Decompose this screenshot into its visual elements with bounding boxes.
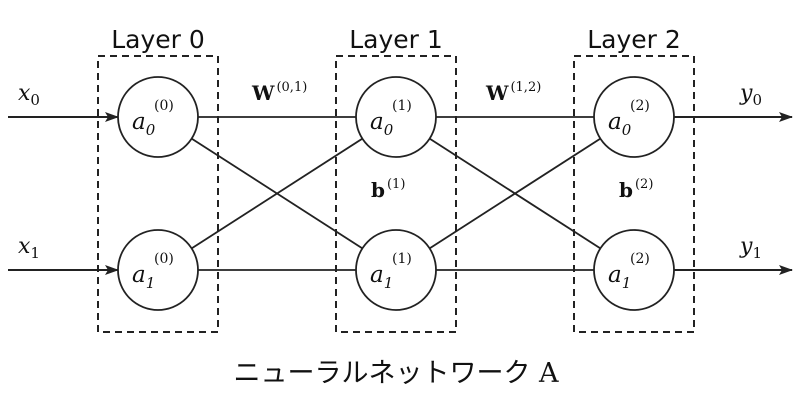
weight-label-w01: W(0,1): [251, 80, 307, 105]
edge-a11-a02: [395, 116, 635, 271]
neuron-a0-2: a0 (2): [593, 76, 675, 158]
svg-text:a0: a0: [132, 109, 156, 139]
input-label-x1: x1: [18, 234, 40, 262]
bias-label-b1: b(1): [371, 177, 405, 202]
output-label-y1: y1: [739, 234, 762, 262]
neuron-a1-2: a1 (2): [593, 229, 675, 311]
svg-text:(0): (0): [154, 251, 174, 267]
edge-a10-a01: [157, 116, 397, 271]
svg-text:(2): (2): [630, 98, 650, 114]
svg-text:a1: a1: [132, 262, 155, 292]
neuron-a1-0: a1 (0): [117, 229, 199, 311]
layer-1-label: Layer 1: [349, 25, 443, 54]
svg-text:a0: a0: [608, 109, 632, 139]
svg-text:(0): (0): [154, 98, 174, 114]
svg-text:(2): (2): [630, 251, 650, 267]
weight-label-w12: W(1,2): [485, 80, 541, 105]
neuron-a1-1: a1 (1): [355, 229, 437, 311]
svg-text:a0: a0: [370, 109, 394, 139]
svg-text:a1: a1: [370, 262, 393, 292]
input-label-x0: x0: [18, 81, 40, 109]
output-label-y0: y0: [739, 81, 762, 109]
svg-text:a1: a1: [608, 262, 631, 292]
layer-1-box: [335, 55, 457, 333]
neuron-a0-1: a0 (1): [355, 76, 437, 158]
svg-text:(1): (1): [392, 251, 412, 267]
layer-2-label: Layer 2: [587, 25, 681, 54]
layer-0-box: [97, 55, 219, 333]
bias-label-b2: b(2): [619, 177, 653, 202]
layer-2-box: [573, 55, 695, 333]
layer-0-label: Layer 0: [111, 25, 205, 54]
diagram-caption: ニューラルネットワーク A: [233, 358, 559, 389]
svg-text:(1): (1): [392, 98, 412, 114]
neuron-a0-0: a0 (0): [117, 76, 199, 158]
